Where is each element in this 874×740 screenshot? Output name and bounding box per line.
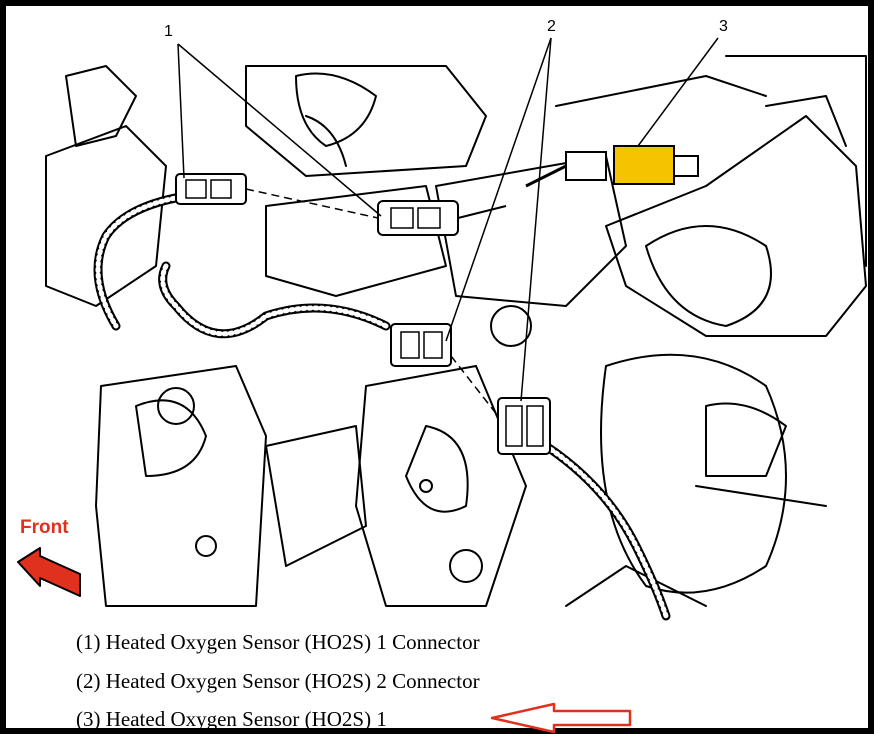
- engine-block-outline: [45, 55, 867, 607]
- legend-item-3: (3) Heated Oxygen Sensor (HO2S) 1: [76, 707, 387, 731]
- ho2s-1-connector: [175, 173, 247, 205]
- alignment-lines: [245, 188, 499, 417]
- pointer-arrow-icon: [490, 702, 632, 734]
- harness-texture: [95, 193, 669, 619]
- ho2s-2-connector-lower: [497, 397, 551, 455]
- callout-2-label: 2: [547, 18, 556, 35]
- ho2s-2-connector-upper: [390, 323, 452, 367]
- engine-line-drawing: [17, 37, 867, 734]
- front-arrow-icon: [17, 547, 81, 597]
- legend-item-2: (2) Heated Oxygen Sensor (HO2S) 2 Connec…: [76, 669, 480, 693]
- front-label: Front: [20, 517, 69, 538]
- legend-item-1: (1) Heated Oxygen Sensor (HO2S) 1 Connec…: [76, 630, 480, 654]
- callout-1-label: 1: [164, 23, 173, 40]
- leader-lines: [177, 37, 719, 402]
- ho2s-1-sensor: [525, 145, 699, 188]
- callout-3-label: 3: [719, 18, 728, 35]
- ho2s-1-connector-mate: [377, 200, 507, 236]
